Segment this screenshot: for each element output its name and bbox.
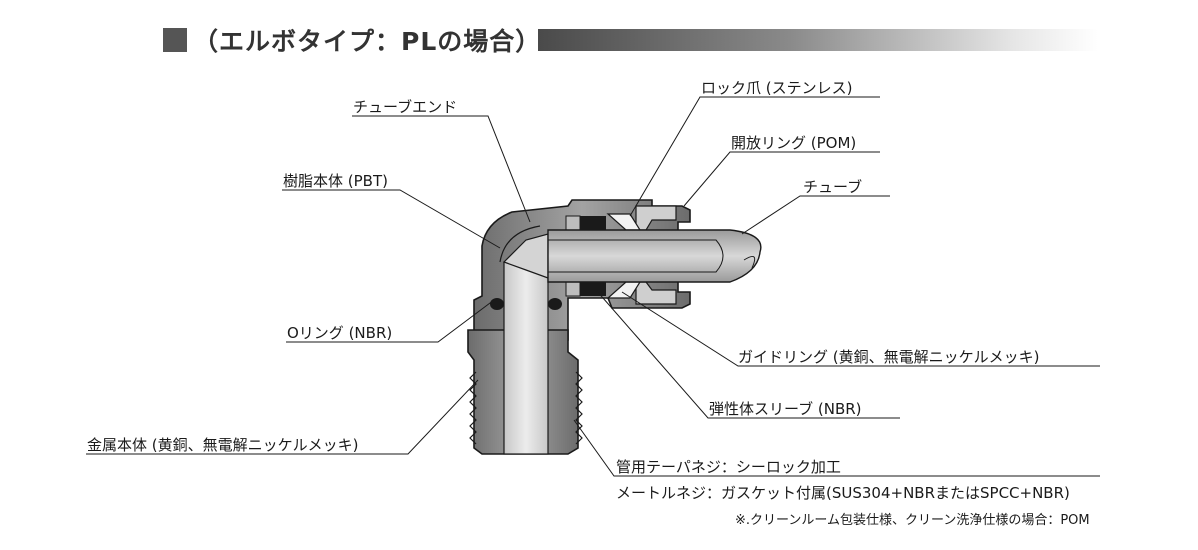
label-note: ※.クリーンルーム包装仕様、クリーン洗浄仕様の場合：POM	[735, 513, 1090, 528]
tube-shape	[547, 229, 762, 283]
guide-ring-top	[565, 215, 581, 231]
title-square-icon	[163, 28, 187, 52]
label-pipe-thread: 管用テーパネジ：シーロック加工	[616, 458, 841, 476]
label-metal-body: 金属本体 (黄銅、無電解ニッケルメッキ)	[87, 436, 359, 454]
vertical-bore	[503, 261, 549, 455]
tube-break-line	[743, 255, 756, 269]
label-elastic-sleeve: 弾性体スリーブ (NBR)	[709, 400, 862, 418]
leader-metal-body	[86, 379, 479, 455]
elastic-sleeve-top	[580, 216, 606, 230]
o-ring-right	[548, 298, 562, 310]
label-guide-ring: ガイドリング (黄銅、無電解ニッケルメッキ)	[738, 348, 1040, 366]
leader-resin-body	[282, 189, 501, 249]
label-tube: チューブ	[803, 178, 863, 196]
label-o-ring: Oリング (NBR)	[287, 324, 393, 342]
label-metric-thread: メートルネジ：ガスケット付属(SUS304+NBRまたはSPCC+NBR)	[616, 484, 1070, 502]
leader-pipe-thread	[573, 419, 1100, 477]
leader-release-ring	[683, 151, 880, 207]
leader-elastic-sleeve	[595, 289, 900, 419]
leader-guide-ring	[621, 291, 1100, 367]
leader-tube-end	[352, 115, 531, 223]
pipe-thread-right	[575, 371, 583, 445]
leader-tube	[741, 195, 890, 235]
elbow-inner-fillet	[499, 225, 541, 263]
leader-lines	[86, 96, 1100, 477]
leader-lock-claw	[629, 96, 880, 217]
label-resin-body: 樹脂本体 (PBT)	[283, 172, 388, 190]
label-tube-end: チューブエンド	[353, 98, 458, 116]
elastic-sleeve-bottom	[580, 282, 606, 296]
tube-inner-line	[548, 239, 724, 273]
label-lock-claw: ロック爪 (ステンレス)	[701, 79, 853, 97]
section-header: （エルボタイプ：PLの場合）	[163, 24, 541, 56]
leader-o-ring	[286, 299, 495, 343]
o-ring-left	[490, 298, 504, 310]
section-title: （エルボタイプ：PLの場合）	[193, 27, 542, 56]
guide-ring-bottom	[565, 281, 581, 297]
pipe-thread-left	[469, 371, 477, 445]
label-release-ring: 開放リング (POM)	[731, 134, 857, 152]
title-gradient-bar	[538, 29, 1098, 51]
